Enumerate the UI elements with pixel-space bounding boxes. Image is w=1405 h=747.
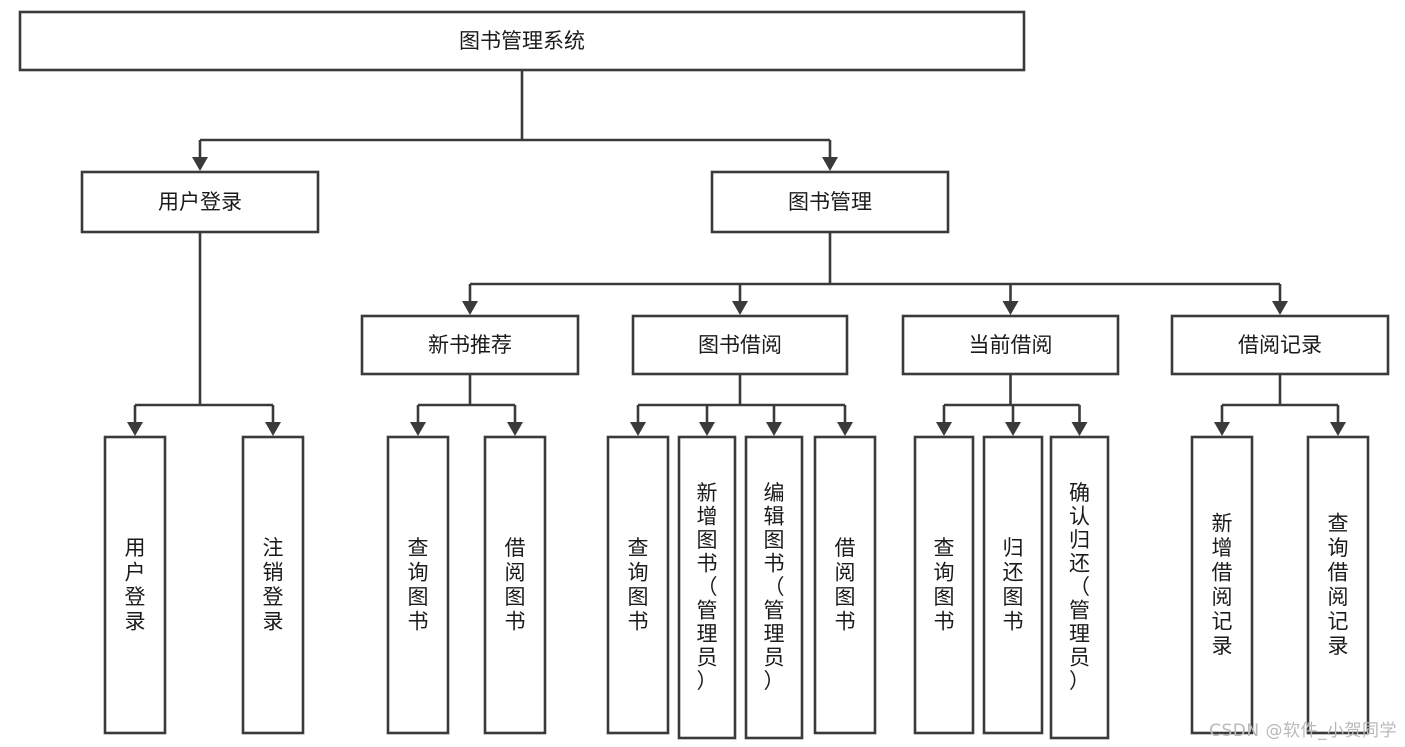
node-leaf-return-book[interactable]: 归还图书 [982,435,1044,735]
connector-group-user-login [127,232,281,436]
node-label: 图书管理 [788,190,872,214]
node-leaf-query-book-2[interactable]: 查询图书 [606,435,670,735]
arrow-head-icon [630,422,646,436]
node-box[interactable] [1170,314,1390,376]
node-leaf-query-book-3[interactable]: 查询图书 [913,435,975,735]
arrow-head-icon [462,301,478,315]
node-leaf-borrow-book-1[interactable]: 借阅图书 [483,435,547,735]
node-label: 新增借阅记录 [1212,512,1233,659]
arrow-head-icon [507,422,523,436]
arrow-head-icon [1272,301,1288,315]
node-box[interactable] [18,10,1026,72]
node-label: 查询图书 [408,536,429,634]
node-label: 查询图书 [934,536,955,634]
arrow-head-icon [699,422,715,436]
node-box[interactable] [1190,435,1254,735]
node-leaf-add-book-admin[interactable]: 新增图书（管理员） [677,435,737,740]
node-user-login[interactable]: 用户登录 [80,170,320,234]
node-new-book-recommend[interactable]: 新书推荐 [360,314,580,376]
connector-group-borrow-record [1214,374,1346,436]
node-label: 查询借阅记录 [1328,512,1349,659]
node-box[interactable] [483,435,547,735]
connector-group-root [192,70,838,171]
node-box[interactable] [710,170,950,234]
node-label: 归还图书 [1003,536,1024,634]
node-label: 注销登录 [263,536,284,634]
node-box[interactable] [631,314,849,376]
node-leaf-borrow-book-2[interactable]: 借阅图书 [813,435,877,735]
arrow-head-icon [1005,422,1021,436]
node-box[interactable] [80,170,320,234]
node-book-borrow[interactable]: 图书借阅 [631,314,849,376]
connector-group-new-book-recommend [410,374,523,436]
connector-group-book-borrow [630,374,853,436]
arrow-head-icon [732,301,748,315]
arrow-head-icon [822,157,838,171]
node-label: 新书推荐 [428,333,512,357]
node-leaf-query-book-1[interactable]: 查询图书 [386,435,450,735]
node-box[interactable] [606,435,670,735]
node-box[interactable] [386,435,450,735]
node-box[interactable] [677,435,737,740]
arrow-head-icon [837,422,853,436]
node-book-manage[interactable]: 图书管理 [710,170,950,234]
arrow-head-icon [410,422,426,436]
arrow-head-icon [1002,301,1019,315]
arrow-head-icon [265,422,281,436]
arrow-head-icon [1330,422,1346,436]
arrow-head-icon [127,422,143,436]
node-leaf-edit-book-admin[interactable]: 编辑图书（管理员） [744,435,804,740]
node-label: 查询图书 [628,536,649,634]
node-label: 新增图书（管理员） [697,481,718,693]
node-label: 借阅图书 [835,536,856,634]
arrow-head-icon [192,157,208,171]
node-leaf-confirm-return-admin[interactable]: 确认归还（管理员） [1049,435,1110,740]
node-box[interactable] [901,314,1120,376]
node-label: 用户登录 [125,536,146,634]
connector-group-current-borrow [936,374,1088,436]
node-box[interactable] [103,435,167,735]
node-borrow-record[interactable]: 借阅记录 [1170,314,1390,376]
arrow-head-icon [766,422,782,436]
node-leaf-query-borrow-record[interactable]: 查询借阅记录 [1306,435,1370,735]
node-box[interactable] [1306,435,1370,735]
node-box[interactable] [813,435,877,735]
node-leaf-user-logout[interactable]: 注销登录 [241,435,305,735]
connector-group-book-manage [462,232,1288,315]
node-box[interactable] [241,435,305,735]
node-root[interactable]: 图书管理系统 [18,10,1026,72]
node-box[interactable] [982,435,1044,735]
node-label: 编辑图书（管理员） [764,481,785,693]
node-leaf-add-borrow-record[interactable]: 新增借阅记录 [1190,435,1254,735]
node-label: 图书借阅 [698,333,782,357]
node-label: 用户登录 [158,190,242,214]
node-box[interactable] [913,435,975,735]
node-box[interactable] [744,435,804,740]
node-label: 借阅记录 [1238,333,1322,357]
node-box[interactable] [1049,435,1110,740]
node-current-borrow[interactable]: 当前借阅 [901,314,1120,376]
arrow-head-icon [936,422,952,436]
arrow-head-icon [1214,422,1230,436]
arrow-head-icon [1071,422,1088,436]
node-label: 确认归还（管理员） [1069,481,1090,693]
node-leaf-user-login[interactable]: 用户登录 [103,435,167,735]
node-box[interactable] [360,314,580,376]
node-label: 当前借阅 [969,333,1053,357]
node-label: 图书管理系统 [459,29,585,53]
csdn-watermark: CSDN @软件_小贺同学 [1209,721,1397,741]
node-label: 借阅图书 [505,536,526,634]
